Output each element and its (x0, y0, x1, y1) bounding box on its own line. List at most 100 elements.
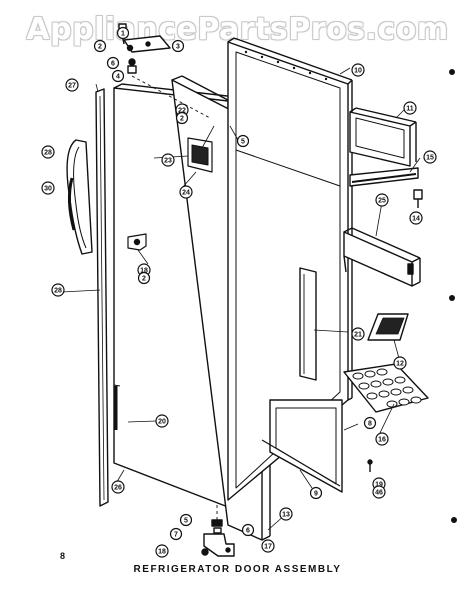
callout-6: 6 (106, 56, 120, 70)
callout-20: 20 (155, 414, 169, 428)
callout-label: 2 (142, 276, 146, 283)
callout-5: 5 (179, 513, 193, 527)
callout-1: 1 (116, 26, 130, 40)
callout-46: 46 (372, 485, 386, 499)
callout-label: 7 (174, 532, 178, 539)
callout-circle (236, 134, 250, 148)
page-number: 8 (60, 551, 66, 561)
callout-circle (279, 507, 293, 521)
callout-circle (116, 26, 130, 40)
door-shelf-rail (349, 167, 419, 187)
butter-dish (367, 313, 409, 341)
callout-label: 26 (114, 485, 122, 492)
door-bin (343, 227, 421, 287)
callout-30: 30 (41, 181, 55, 195)
callout-label: 28 (54, 288, 62, 295)
callout-circle (111, 69, 125, 83)
door-handle (66, 139, 93, 255)
callout-circle (41, 145, 55, 159)
callout-circle (155, 544, 169, 558)
callout-circle (93, 39, 107, 53)
shelf-clip (413, 189, 423, 208)
callout-label: 1 (121, 31, 125, 38)
callout-25: 25 (375, 193, 389, 207)
callout-circle (171, 39, 185, 53)
callout-label: 18 (158, 549, 166, 556)
callout-circle (137, 271, 151, 285)
callout-circle (423, 150, 437, 164)
callout-8: 8 (363, 416, 377, 430)
callout-circle (106, 56, 120, 70)
callout-label: 6 (246, 528, 250, 535)
callout-2: 2 (175, 111, 189, 125)
callout-circle (175, 111, 189, 125)
callout-circle (375, 432, 389, 446)
callout-label: 18 (140, 268, 148, 275)
callout-9: 9 (309, 486, 323, 500)
door-gasket (261, 399, 343, 493)
callout-23: 23 (161, 153, 175, 167)
callout-11: 11 (403, 101, 417, 115)
callout-label: 21 (354, 332, 362, 339)
callout-label: 8 (368, 421, 372, 428)
callout-circle (155, 414, 169, 428)
callout-label: 14 (412, 216, 420, 223)
callout-4: 4 (111, 69, 125, 83)
callout-circle (351, 63, 365, 77)
callout-label: 10 (354, 68, 362, 75)
callout-circle (41, 181, 55, 195)
callout-17: 17 (261, 539, 275, 553)
callout-3: 3 (171, 39, 185, 53)
callout-28: 28 (41, 145, 55, 159)
callout-label: 46 (375, 490, 383, 497)
callout-circle (51, 283, 65, 297)
callout-label: 28 (44, 150, 52, 157)
callout-label: 20 (158, 419, 166, 426)
callout-circle (375, 193, 389, 207)
bottom-hinge (201, 505, 235, 557)
callout-circle (409, 211, 423, 225)
callout-label: 16 (378, 437, 386, 444)
callout-6: 6 (241, 523, 255, 537)
callout-12: 12 (393, 356, 407, 370)
callout-16: 16 (375, 432, 389, 446)
callout-label: 23 (164, 158, 172, 165)
callout-label: 24 (182, 190, 190, 197)
egg-tray (343, 363, 429, 413)
callout-5: 5 (236, 134, 250, 148)
callout-2: 2 (93, 39, 107, 53)
callout-label: 13 (282, 512, 290, 519)
callout-10: 10 (351, 63, 365, 77)
callout-circle (261, 539, 275, 553)
callout-24: 24 (179, 185, 193, 199)
callout-circle (351, 327, 365, 341)
callout-label: 9 (314, 491, 318, 498)
callout-circle (241, 523, 255, 537)
support-strip (299, 267, 317, 381)
callout-circle (363, 416, 377, 430)
callout-15: 15 (423, 150, 437, 164)
callout-circle (179, 513, 193, 527)
callout-label: 19 (375, 482, 383, 489)
callout-28: 28 (51, 283, 65, 297)
callout-label: 4 (116, 74, 120, 81)
callout-18: 18 (155, 544, 169, 558)
callout-circle (403, 101, 417, 115)
callout-circle (179, 185, 193, 199)
callout-label: 17 (264, 544, 272, 551)
diagram-caption: REFRIGERATOR DOOR ASSEMBLY (133, 564, 342, 575)
callout-circle (161, 153, 175, 167)
callout-circle (309, 486, 323, 500)
callout-label: 5 (241, 139, 245, 146)
callout-label: 2 (98, 44, 102, 51)
door-shelf-upper (349, 107, 417, 167)
callout-26: 26 (111, 480, 125, 494)
callout-label: 30 (44, 186, 52, 193)
callout-label: 25 (378, 198, 386, 205)
leader-lines (61, 67, 421, 531)
callout-2: 2 (137, 271, 151, 285)
callout-label: 27 (68, 83, 76, 90)
callout-13: 13 (279, 507, 293, 521)
